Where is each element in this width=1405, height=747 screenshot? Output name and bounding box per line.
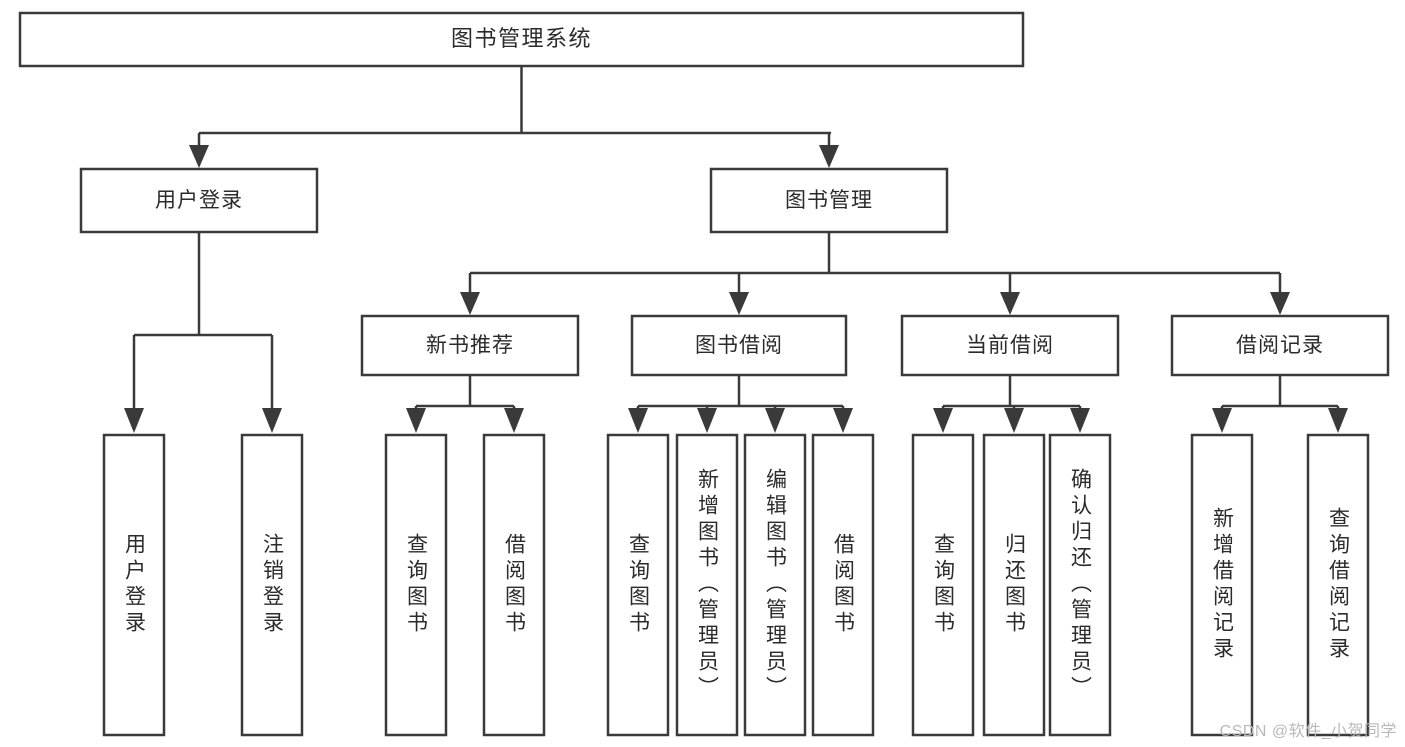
arrowhead-leaf-user-login xyxy=(124,408,144,433)
node-box-leaf-add-borrow-record[interactable] xyxy=(1190,433,1254,737)
connector-borrowrecord-to-leaves xyxy=(1220,375,1340,412)
node-box-leaf-query-borrow-record[interactable] xyxy=(1306,433,1370,737)
arrowhead-user-login xyxy=(189,145,209,168)
arrowhead-book-borrow xyxy=(729,292,749,315)
node-box-leaf-query-book-rec[interactable] xyxy=(384,433,448,737)
arrowhead-leaf-borrow-book-rec xyxy=(504,408,524,433)
connector-layer xyxy=(124,66,1348,433)
node-box-leaf-borrow-book-rec[interactable] xyxy=(482,433,546,737)
node-box-new-book-recommend[interactable] xyxy=(360,314,580,377)
arrowhead-new-book-recommend xyxy=(460,292,480,315)
arrowhead-current-borrow xyxy=(1000,292,1020,315)
node-box-book-manage[interactable] xyxy=(709,167,949,234)
node-box-book-borrow[interactable] xyxy=(630,314,848,377)
arrowhead-leaf-edit-book-admin xyxy=(765,408,785,433)
arrowhead-book-manage xyxy=(819,145,839,168)
node-box-leaf-borrow-book[interactable] xyxy=(811,433,875,737)
connector-bookmanage-to-level3 xyxy=(468,232,1282,296)
arrowhead-borrow-record xyxy=(1270,292,1290,315)
arrowhead-leaf-add-book-admin xyxy=(697,408,717,433)
arrowhead-leaf-borrow-book xyxy=(833,408,853,433)
csdn-watermark: CSDN @软件_小贺同学 xyxy=(1219,723,1397,740)
node-box-leaf-user-login[interactable] xyxy=(102,433,166,737)
connector-newbook-to-leaves xyxy=(414,375,516,412)
arrowhead-leaf-query-book-current xyxy=(933,408,953,433)
node-box-leaf-confirm-return-admin[interactable] xyxy=(1048,433,1112,737)
arrowhead-leaf-query-book-borrow xyxy=(628,408,648,433)
arrowhead-leaf-query-book-rec xyxy=(406,408,426,433)
connector-bookborrow-to-leaves xyxy=(636,375,845,412)
node-box-leaf-return-book[interactable] xyxy=(982,433,1046,737)
node-box-leaf-query-book-current[interactable] xyxy=(911,433,975,737)
node-box-layer xyxy=(18,11,1390,737)
node-box-leaf-edit-book-admin[interactable] xyxy=(743,433,807,737)
node-box-borrow-record[interactable] xyxy=(1170,314,1390,377)
connector-currentborrow-to-leaves xyxy=(941,375,1082,412)
node-box-user-login[interactable] xyxy=(79,167,319,234)
arrowhead-leaf-logout xyxy=(262,408,282,433)
node-box-leaf-query-book-borrow[interactable] xyxy=(606,433,670,737)
node-box-leaf-logout[interactable] xyxy=(240,433,304,737)
node-box-current-borrow[interactable] xyxy=(900,314,1120,377)
node-box-leaf-add-book-admin[interactable] xyxy=(675,433,739,737)
node-box-root[interactable] xyxy=(18,11,1025,68)
arrowhead-leaf-add-borrow-record xyxy=(1212,408,1232,433)
arrowhead-leaf-return-book xyxy=(1004,408,1024,433)
connector-root-to-level2 xyxy=(197,66,831,149)
arrowhead-leaf-confirm-return-admin xyxy=(1070,408,1090,433)
arrowhead-leaf-query-borrow-record xyxy=(1328,408,1348,433)
connector-userlogin-to-leaves xyxy=(132,232,274,412)
